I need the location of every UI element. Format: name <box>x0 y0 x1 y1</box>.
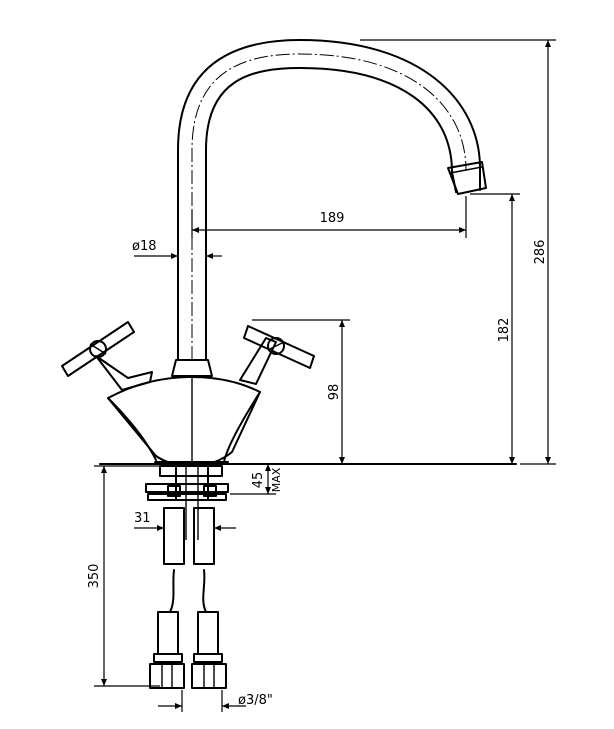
left-handle <box>61 321 153 391</box>
dimension-spout-height: 182 <box>470 193 520 464</box>
shank-width-label: 31 <box>134 511 151 526</box>
dimension-shank-width: 31 <box>134 511 236 531</box>
faucet-body <box>107 359 261 467</box>
deck-max-label: MAX <box>270 467 283 492</box>
dimension-deck-thickness: 45 MAX <box>230 464 283 495</box>
spout-reach-label: 189 <box>320 211 345 226</box>
dimension-spout-reach: 189 <box>191 196 467 238</box>
pipe-diameter-label: ø18 <box>132 239 157 254</box>
spout <box>177 39 487 361</box>
connection-thread-label: ø3/8" <box>238 693 273 708</box>
hose-nuts <box>149 663 227 689</box>
dimension-connection-thread: ø3/8" <box>158 690 273 712</box>
total-height-label: 286 <box>533 240 548 265</box>
dimension-pipe-diameter: ø18 <box>132 239 222 259</box>
dimension-total-height: 286 <box>360 39 556 465</box>
spout-height-label: 182 <box>497 318 512 343</box>
dimension-handle-height: 98 <box>252 319 350 464</box>
handle-height-label: 98 <box>327 384 342 401</box>
hose-length-label: 350 <box>87 564 102 589</box>
deck-thickness-label: 45 <box>251 472 266 489</box>
hoses <box>153 507 223 663</box>
mounting-shank <box>145 465 229 540</box>
dimension-hose-length: 350 <box>87 465 160 687</box>
right-handle <box>239 325 315 385</box>
